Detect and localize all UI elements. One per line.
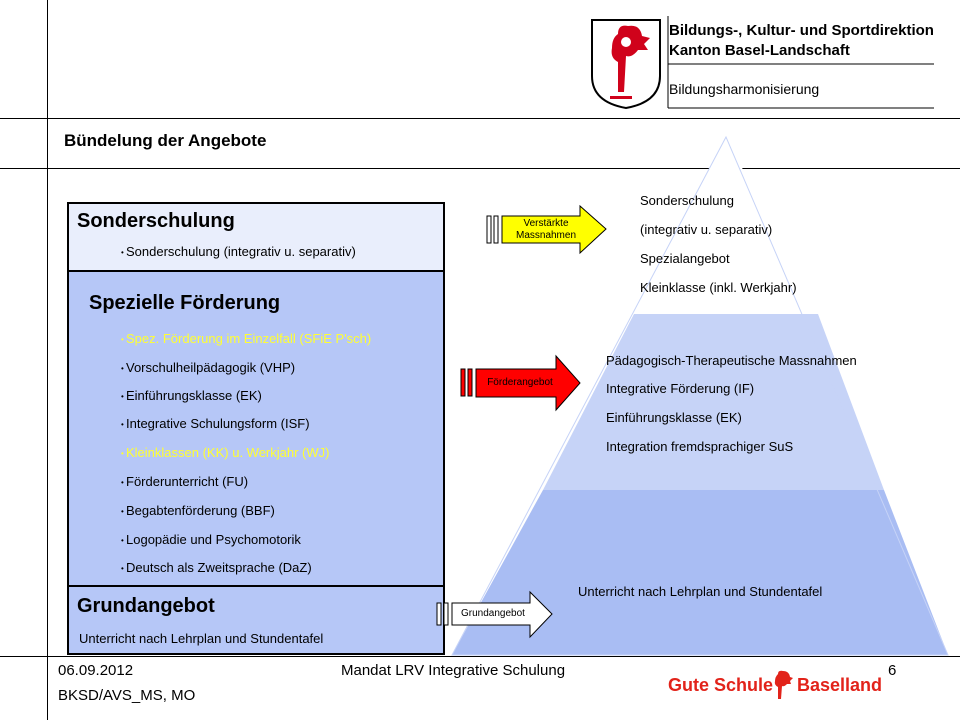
list-item: Begabtenförderung (BBF) <box>121 503 275 518</box>
brand-baselland: Baselland <box>797 675 883 695</box>
pyramid-top-text: (integrativ u. separativ) <box>640 222 773 237</box>
footer-title: Mandat LRV Integrative Schulung <box>341 662 566 679</box>
footer-date: 06.09.2012 <box>58 662 134 679</box>
grundangebot-heading: Grundangebot <box>77 595 215 617</box>
pyramid-middle-text: Integration fremdsprachiger SuS <box>606 439 794 454</box>
spezielle-foerderung-heading: Spezielle Förderung <box>89 292 281 314</box>
list-item: Sonderschulung (integrativ u. separativ) <box>121 244 356 259</box>
pyramid-bottom-text: Unterricht nach Lehrplan und Stundentafe… <box>578 584 823 599</box>
grundangebot-arrow <box>436 590 553 639</box>
baselstab-small-icon <box>774 670 793 699</box>
brand-gute-schule: Gute Schule <box>668 675 774 695</box>
list-item: Integrative Schulungsform (ISF) <box>121 416 310 431</box>
list-item: Einführungsklasse (EK) <box>121 388 262 403</box>
pyramid-middle-text: Pädagogisch-Therapeutische Massnahmen <box>606 353 857 368</box>
list-item: Deutsch als Zweitsprache (DaZ) <box>121 560 312 575</box>
pyramid-bottom-tier <box>452 490 948 655</box>
canton-logo <box>591 16 934 110</box>
footer-author: BKSD/AVS_MS, MO <box>58 687 196 704</box>
pyramid-middle-text: Einführungsklasse (EK) <box>606 410 742 425</box>
logo-line3: Bildungsharmonisierung <box>669 81 820 97</box>
left-vertical-rule <box>47 0 48 720</box>
pyramid-middle-tier <box>543 314 884 490</box>
sonderschulung-heading: Sonderschulung <box>77 210 235 232</box>
grundangebot-box: Grundangebot Unterricht nach Lehrplan un… <box>67 585 445 655</box>
pyramid-top-tier <box>634 137 818 314</box>
grundangebot-text: Unterricht nach Lehrplan und Stundentafe… <box>79 631 324 646</box>
list-item: Förderunterricht (FU) <box>121 474 248 489</box>
title-rule <box>0 168 960 169</box>
header-rule <box>0 118 960 119</box>
footer-page-number: 6 <box>888 662 897 679</box>
verstaerkte-label: Verstärkte Massnahmen <box>515 218 577 241</box>
foerderangebot-arrow <box>460 354 581 412</box>
section-title: Bündelung der Angebote <box>64 131 267 150</box>
pyramid-middle-text: Integrative Förderung (IF) <box>606 381 755 396</box>
list-item: Spez. Förderung im Einzelfall (SFiE P'sc… <box>121 331 371 346</box>
list-item: Kleinklassen (KK) u. Werkjahr (WJ) <box>121 445 329 460</box>
pyramid-top-text: Kleinklasse (inkl. Werkjahr) <box>640 280 797 295</box>
verstaerkte-massnahmen-arrow <box>486 204 607 255</box>
pyramid-top-text: Sonderschulung <box>640 193 734 208</box>
footer-rule <box>0 656 960 657</box>
pyramid-top-text: Spezialangebot <box>640 251 730 266</box>
baselstab-shield-icon <box>591 19 661 110</box>
logo-line2: Kanton Basel-Landschaft <box>669 42 850 59</box>
list-item: Logopädie und Psychomotorik <box>121 532 301 547</box>
list-item: Vorschulheilpädagogik (VHP) <box>121 360 295 375</box>
logo-line1: Bildungs-, Kultur- und Sportdirektion <box>669 22 934 39</box>
foerderangebot-label: Förderangebot <box>487 377 553 388</box>
grundangebot-arrow-label: Grundangebot <box>461 608 525 619</box>
